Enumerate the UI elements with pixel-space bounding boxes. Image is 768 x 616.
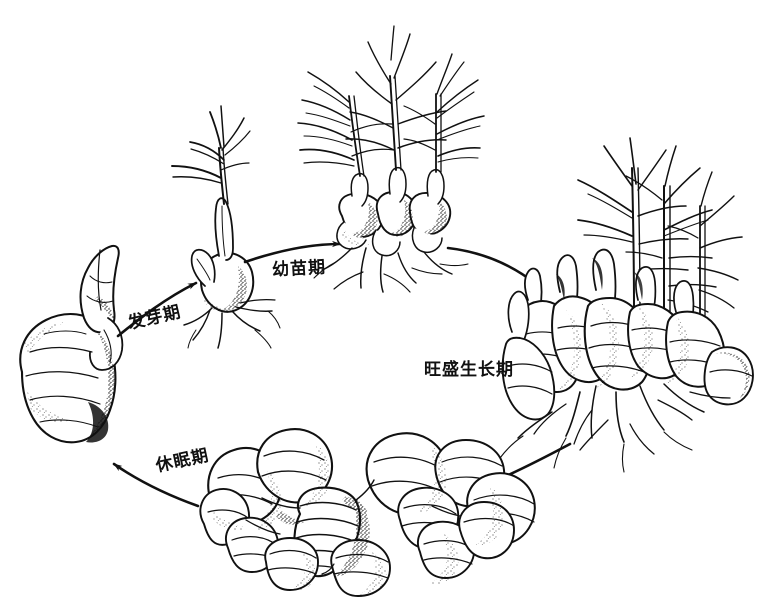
- seed-rhizome-illustration: [19, 244, 124, 444]
- seedling-illustration: [297, 25, 485, 293]
- vigorous-growth-illustration: [499, 137, 754, 473]
- dormancy-illustration: [199, 428, 536, 597]
- germination-illustration: [171, 105, 281, 349]
- arrow-seed-to-germination: [116, 281, 198, 338]
- stage-label-seedling: 幼苗期: [271, 257, 327, 281]
- arrow-germination-to-seedling: [243, 240, 342, 264]
- arrow-seedling-to-vigorous-growth: [446, 246, 538, 286]
- arrow-dormancy-to-seed: [112, 462, 200, 508]
- stage-label-vigorous-growth: 旺盛生长期: [424, 360, 514, 380]
